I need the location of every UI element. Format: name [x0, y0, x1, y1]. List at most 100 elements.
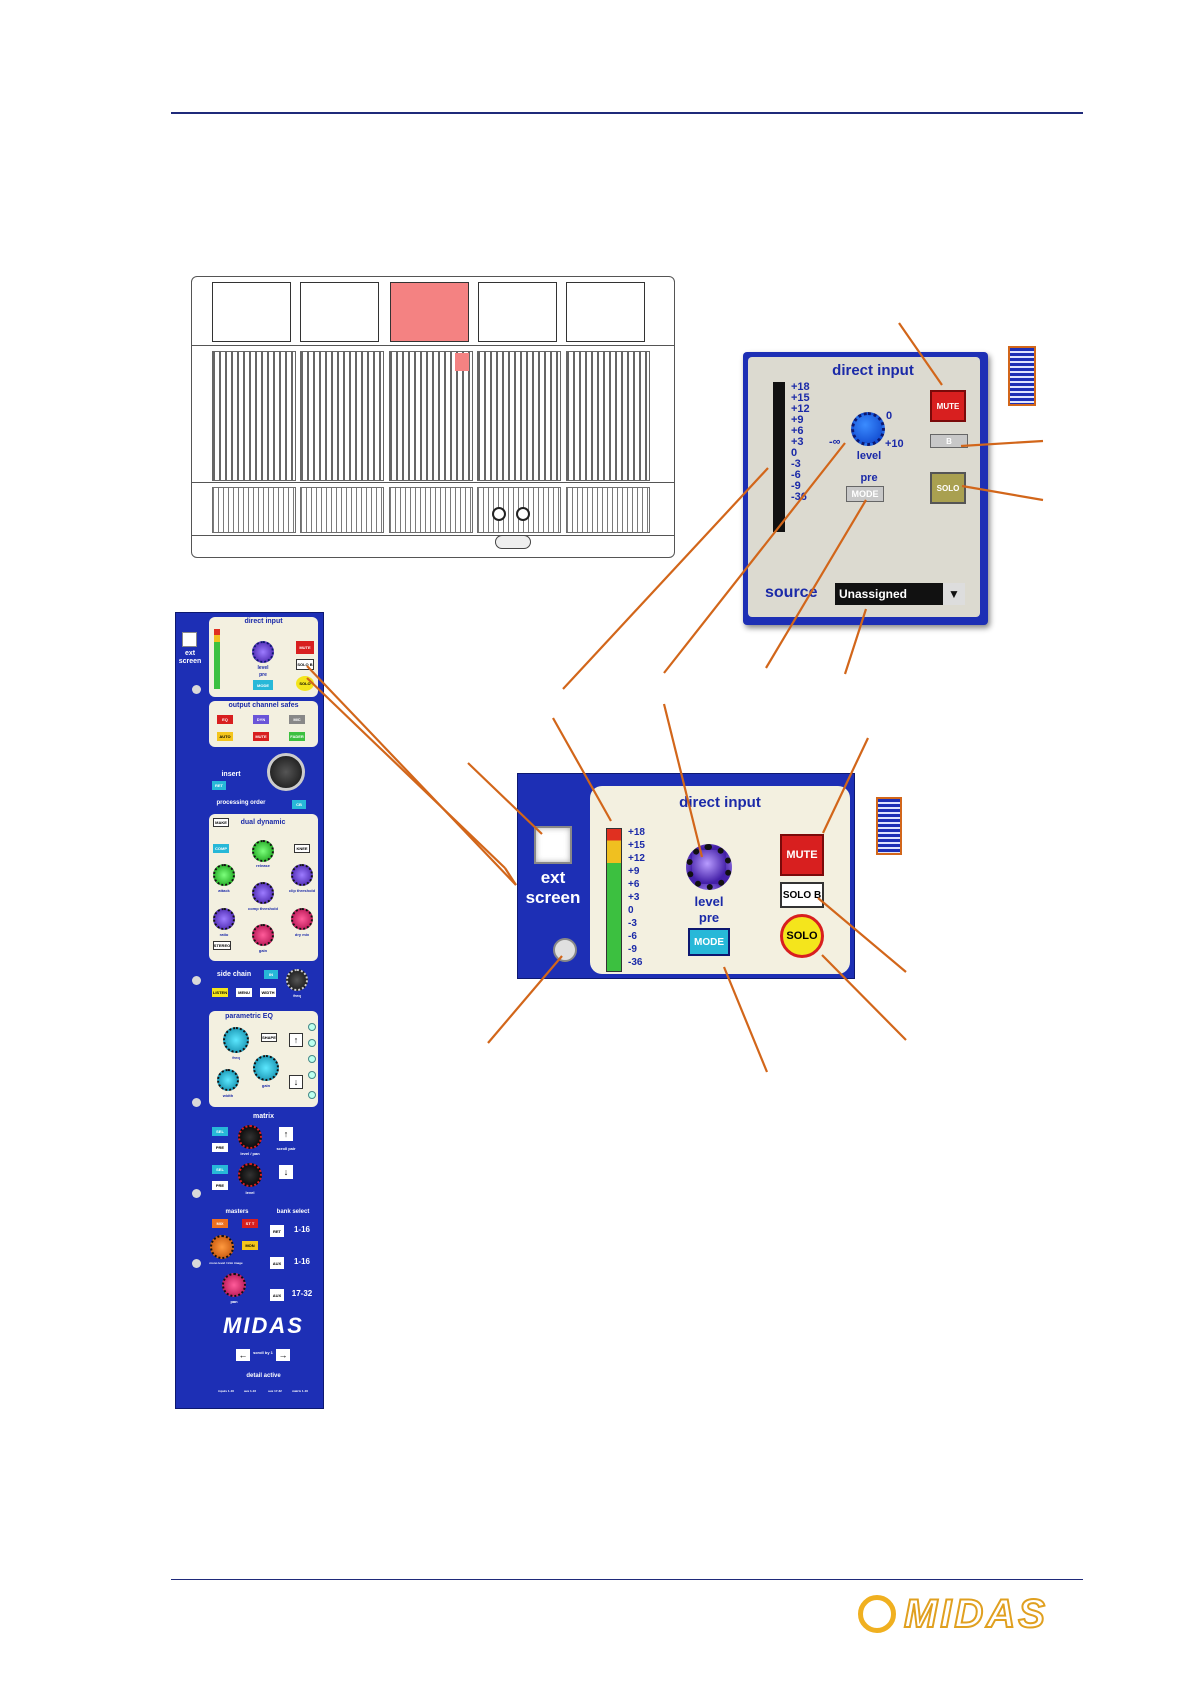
callout-line: [817, 897, 907, 973]
peq-gain-knob[interactable]: [253, 1055, 279, 1081]
matrix-row1-pre-button[interactable]: PRE: [212, 1143, 228, 1152]
strip-direct-input-title: direct input: [244, 618, 283, 625]
strip-insert-ret-button[interactable]: RET: [212, 781, 226, 790]
scroll-right-button[interactable]: →: [276, 1349, 290, 1361]
master-knob-icon: [492, 507, 506, 521]
callout-line: [722, 966, 769, 1073]
screen-crop-source-label: source: [765, 584, 818, 601]
screen-crop-pre-label: pre: [860, 472, 878, 484]
scroll-by-label: scroll by 1: [253, 1350, 273, 1355]
sidechain-in-button[interactable]: IN: [264, 970, 278, 979]
control-bay-1: [212, 351, 296, 481]
dyn-make-button[interactable]: MAKE: [213, 818, 229, 827]
masters-pan-knob[interactable]: [222, 1273, 246, 1297]
peq-freq-label: freq: [232, 1055, 240, 1060]
dyn-comp-button[interactable]: COMP: [213, 844, 229, 853]
safe-mic-button[interactable]: MIC: [289, 715, 305, 724]
detail-level-label: level: [694, 894, 724, 909]
safe-mute-button[interactable]: MUTE: [253, 732, 269, 741]
dyn-stereo-button[interactable]: STEREO: [213, 941, 231, 950]
detail-meter: [606, 828, 622, 972]
detail-solo-button[interactable]: SOLO: [780, 914, 824, 958]
matrix-scroll-down-button[interactable]: ↓: [279, 1165, 293, 1179]
screen-crop: direct input +18 +15 +12 +9 +6 +3 0 -3 -…: [743, 352, 988, 625]
bank-ret-button[interactable]: RET: [270, 1225, 284, 1237]
peq-width-knob[interactable]: [217, 1069, 239, 1091]
peq-freq-knob[interactable]: [223, 1027, 249, 1053]
strip-ext-screen-button[interactable]: [182, 632, 197, 647]
dyn-dry-mix-knob[interactable]: [291, 908, 313, 930]
detail-active-item: aux 1-16: [243, 1389, 256, 1393]
matrix-row1-sel-button[interactable]: SEL: [212, 1127, 228, 1136]
peq-up-button[interactable]: ↑: [289, 1033, 303, 1047]
screen-4: [478, 282, 557, 342]
dyn-knee-button[interactable]: KNEE: [294, 844, 310, 853]
safe-dyn-button[interactable]: DYN: [253, 715, 269, 724]
peq-gain-label: gain: [261, 1083, 271, 1088]
bank-aux1-button[interactable]: AUX: [270, 1257, 284, 1269]
callout-line: [843, 608, 868, 675]
dyn-ratio-knob[interactable]: [213, 908, 235, 930]
callout-line: [306, 665, 517, 886]
detail-side-led: [553, 938, 577, 962]
callout-line: [487, 955, 563, 1044]
strip-insert-title: insert: [221, 771, 241, 778]
bank-aux1-range: 1-16: [293, 1257, 310, 1266]
matrix-row2-sel-button[interactable]: SEL: [212, 1165, 228, 1174]
detail-level-knob[interactable]: [686, 844, 732, 890]
peq-band-led: [308, 1071, 316, 1079]
dyn-gain-knob[interactable]: [252, 924, 274, 946]
peq-down-button[interactable]: ↓: [289, 1075, 303, 1089]
dropdown-arrow-icon[interactable]: ▼: [943, 583, 965, 605]
masters-trim-knob[interactable]: [210, 1235, 234, 1259]
matrix-row2-pre-button[interactable]: PRE: [212, 1181, 228, 1190]
dyn-gain-label: gain: [258, 948, 268, 953]
detail-ext-screen-label-1: ext: [540, 868, 566, 887]
detail-mute-button[interactable]: MUTE: [780, 834, 824, 876]
strip-dynamics-section: MAKE dual dynamic COMP KNEE release atta…: [209, 814, 318, 961]
masters-st-button[interactable]: ST T: [242, 1219, 258, 1228]
console-overview: [191, 276, 675, 558]
safe-auto-button[interactable]: AUTO: [217, 732, 233, 741]
dyn-clip-knob[interactable]: [291, 864, 313, 886]
detail-active-item: aux 17-32: [268, 1389, 282, 1393]
safe-eq-button[interactable]: EQ: [217, 715, 233, 724]
detail-solo-b-button[interactable]: SOLO B: [780, 882, 824, 908]
matrix-level-label: level: [245, 1190, 255, 1195]
dyn-dry-mix-label: dry mix: [294, 932, 310, 937]
dyn-release-knob[interactable]: [252, 840, 274, 862]
matrix-scroll-pair-label: scroll pair: [276, 1146, 296, 1151]
sidechain-menu-button[interactable]: MENU: [236, 988, 252, 997]
screen-crop-level-knob[interactable]: [851, 412, 885, 446]
strip-mute-button[interactable]: MUTE: [296, 641, 314, 654]
dyn-attack-knob[interactable]: [213, 864, 235, 886]
peq-band-led: [308, 1055, 316, 1063]
dyn-comp-threshold-label: comp threshold: [247, 906, 278, 911]
bank-aux2-button[interactable]: AUX: [270, 1289, 284, 1301]
matrix-scroll-up-button[interactable]: ↑: [279, 1127, 293, 1141]
detail-mode-button[interactable]: MODE: [688, 928, 730, 956]
strip-solo-b-button[interactable]: SOLO B: [296, 659, 314, 670]
sidechain-freq-knob[interactable]: [286, 969, 308, 991]
strip-mode-button[interactable]: MODE: [253, 680, 273, 690]
masters-mon-button[interactable]: MON: [242, 1241, 258, 1250]
screen-crop-b-button[interactable]: B: [930, 434, 968, 448]
strip-level-knob[interactable]: [252, 641, 274, 663]
screen-crop-mute-button[interactable]: MUTE: [930, 390, 966, 422]
callout-line: [822, 737, 869, 834]
peq-shape-button[interactable]: SHAPE: [261, 1033, 277, 1042]
matrix-level-knob[interactable]: [238, 1163, 262, 1187]
screen-crop-solo-button[interactable]: SOLO: [930, 472, 966, 504]
masters-mix-button[interactable]: MIX: [212, 1219, 228, 1228]
direct-input-detail: ext screen direct input +18 +15 +12 +9 +…: [517, 773, 855, 979]
detail-active-item: inputs 1-16: [218, 1389, 234, 1393]
dyn-comp-threshold-knob[interactable]: [252, 882, 274, 904]
scroll-left-button[interactable]: ←: [236, 1349, 250, 1361]
sidechain-listen-button[interactable]: LISTEN: [212, 988, 228, 997]
sidechain-width-button[interactable]: WIDTH: [260, 988, 276, 997]
screen-crop-source-select[interactable]: Unassigned ▼: [835, 583, 965, 605]
matrix-level-pan-knob[interactable]: [238, 1125, 262, 1149]
peq-band-led: [308, 1039, 316, 1047]
safe-fader-button[interactable]: FADER: [289, 732, 305, 741]
strip-processing-order-button[interactable]: CB: [292, 800, 306, 809]
